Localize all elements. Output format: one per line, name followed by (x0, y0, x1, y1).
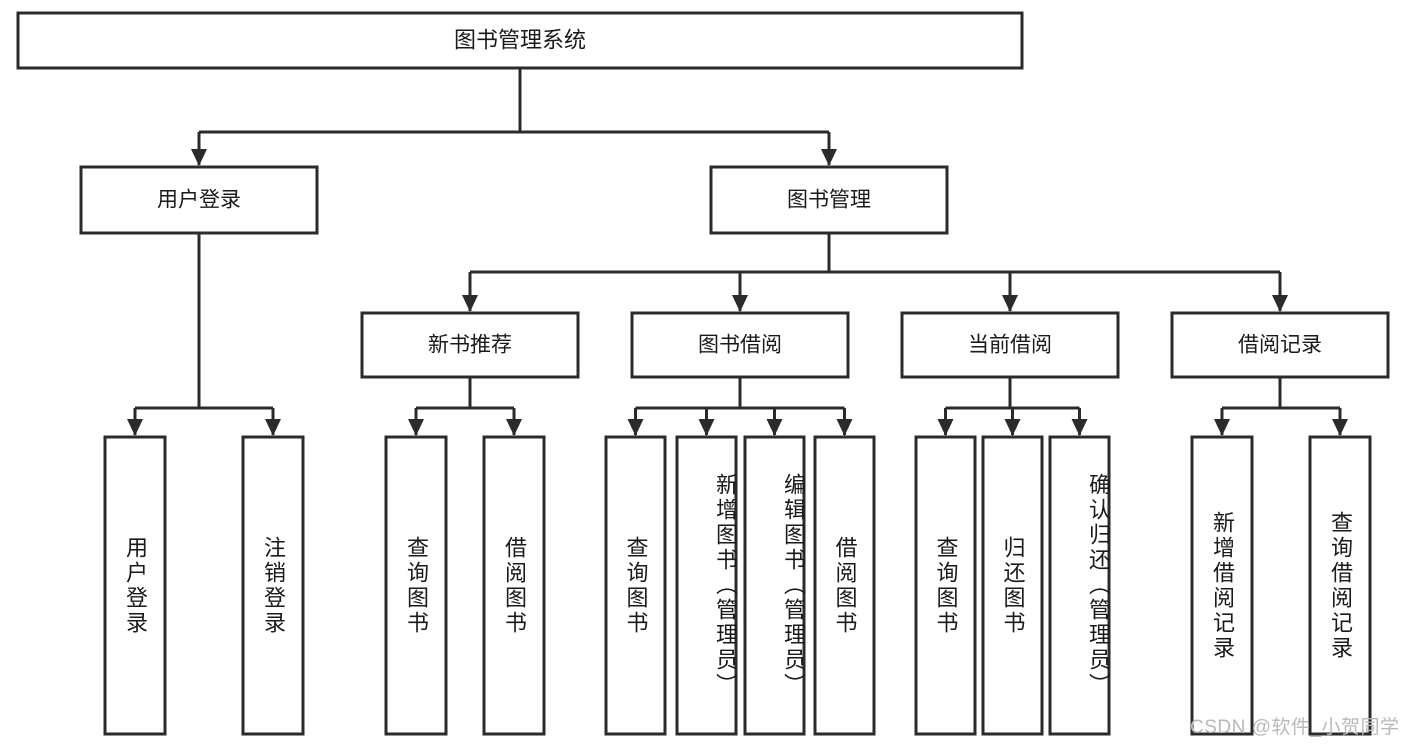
node-label: 借阅记录 (1238, 334, 1322, 357)
arrow-head-icon (1071, 419, 1088, 436)
arrow-head-icon (732, 295, 748, 312)
node-leaf-查询借阅记录[interactable] (1308, 435, 1372, 736)
arrow-head-icon (1214, 419, 1230, 436)
arrow-head-icon (1332, 419, 1348, 436)
node-level3-新书推荐[interactable] (360, 311, 580, 379)
arrow-head-icon (506, 419, 522, 436)
arrow-head-icon (408, 419, 424, 436)
arrow-head-icon (127, 419, 143, 436)
watermark: CSDN @软件_小贺同学 (1190, 717, 1400, 738)
node-level3-图书借阅[interactable] (630, 311, 850, 379)
arrow-head-icon (191, 149, 207, 166)
node-label: 用户登录 (157, 189, 241, 212)
node-leaf-查询图书[interactable] (384, 435, 448, 736)
node-leaf-用户登录[interactable] (103, 435, 167, 736)
node-leaf-借阅图书[interactable] (482, 435, 546, 736)
arrow-head-icon (462, 295, 478, 312)
node-leaf-确认归还（管理员）[interactable] (1048, 435, 1111, 736)
node-label: 新书推荐 (428, 334, 512, 357)
node-leaf-注销登录[interactable] (241, 435, 305, 736)
node-leaf-借阅图书[interactable] (813, 435, 876, 736)
arrow-head-icon (821, 149, 837, 166)
connector-layer (127, 68, 1348, 436)
arrow-head-icon (698, 419, 715, 436)
node-leaf-新增借阅记录[interactable] (1190, 435, 1254, 736)
node-level2-图书管理[interactable] (709, 165, 949, 235)
node-leaf-编辑图书（管理员）[interactable] (743, 435, 806, 736)
node-leaf-新增图书（管理员）[interactable] (675, 435, 738, 736)
node-label: 图书借阅 (698, 334, 782, 357)
arrow-head-icon (627, 419, 644, 436)
node-level3-当前借阅[interactable] (900, 311, 1120, 379)
arrow-head-icon (937, 419, 954, 436)
arrow-head-icon (1272, 295, 1288, 312)
arrow-head-icon (836, 419, 853, 436)
node-label: 图书管理系统 (454, 27, 586, 52)
node-root-图书管理系统[interactable] (16, 11, 1024, 70)
node-label: 图书管理 (787, 189, 871, 212)
node-leaf-查询图书[interactable] (604, 435, 667, 736)
node-level3-借阅记录[interactable] (1170, 311, 1390, 379)
node-label: 当前借阅 (968, 334, 1052, 357)
arrow-head-icon (1002, 295, 1018, 312)
node-leaf-查询图书[interactable] (914, 435, 977, 736)
arrow-head-icon (1004, 419, 1021, 436)
arrow-head-icon (265, 419, 281, 436)
arrow-head-icon (766, 419, 783, 436)
node-level2-用户登录[interactable] (79, 165, 319, 235)
node-leaf-归还图书[interactable] (981, 435, 1044, 736)
